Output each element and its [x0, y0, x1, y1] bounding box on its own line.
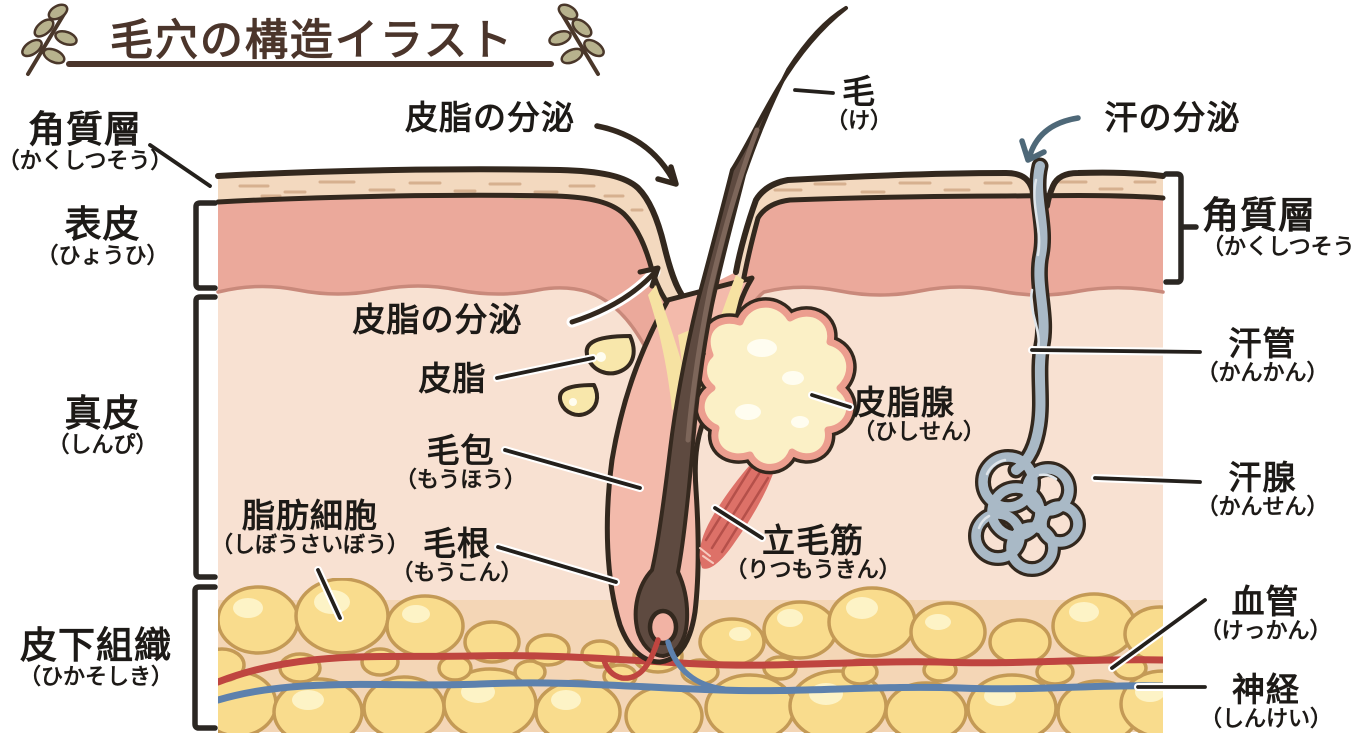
- sweat-duct-tube: [1011, 161, 1049, 475]
- hair-shaft-highlight: [685, 127, 760, 443]
- arrector-pili-line: [713, 506, 764, 540]
- label-sebum-secretion-mid: 皮脂の分泌: [352, 300, 523, 339]
- hair-follicle-line: [503, 448, 642, 490]
- label-sweat-secretion: 汗の分泌: [1104, 98, 1241, 137]
- leaf-decoration-right: [548, 3, 605, 76]
- stratum-corneum-right-bracket: [1163, 171, 1199, 285]
- label-hair-root: 毛根 （もうこん）: [391, 524, 523, 586]
- leaf-decoration-left: [21, 3, 78, 76]
- label-blood-vessel: 血管 （けっかん）: [1199, 582, 1332, 644]
- label-hair-follicle: 毛包 （もうほう）: [394, 431, 527, 493]
- label-sebum-secretion-top: 皮脂の分泌: [405, 98, 575, 137]
- sweat-gland-line: [1093, 476, 1202, 484]
- label-sebum: 皮脂: [418, 359, 487, 398]
- blood-vessel-line: [218, 652, 1163, 686]
- label-stratum-corneum-right: 角質層 （かくしつそう）: [1202, 194, 1355, 260]
- label-epidermis: 表皮 （ひょうひ）: [36, 203, 169, 269]
- label-arrector-pili: 立毛筋 （りつもうきん）: [725, 521, 901, 583]
- stratum-corneum-left-line: [148, 143, 212, 188]
- layer-brackets: [192, 171, 1199, 731]
- blood-vessel-pointer-line: [1110, 598, 1207, 670]
- label-nerve: 神経 （しんけい）: [1200, 670, 1333, 732]
- blood-vessel-branch: [601, 637, 661, 681]
- sweat-duct-line: [1030, 348, 1202, 354]
- epidermis-boundary-line: [216, 284, 1165, 378]
- sebum-secretion-top-arrow: [594, 123, 679, 187]
- label-subcutaneous: 皮下組織 （ひかそしき）: [18, 624, 173, 690]
- gland-highlights: [735, 339, 809, 428]
- title-underline: [66, 61, 554, 67]
- epidermis-bracket: [193, 200, 218, 291]
- label-stratum-corneum-left: 角質層 （かくしつそう）: [0, 108, 173, 174]
- sweat-secretion-arrow: [1019, 115, 1081, 163]
- nerve-branch: [665, 639, 727, 692]
- sweat-duct-highlight: [977, 178, 1058, 530]
- pointer-lines: [148, 88, 1207, 689]
- dermis-bracket: [193, 294, 218, 580]
- label-dermis: 真皮 （しんぴ）: [47, 392, 158, 458]
- epidermis-layer: [218, 169, 1163, 376]
- sweat-apparatus: [968, 157, 1086, 577]
- subcutaneous-bracket: [192, 584, 218, 731]
- sebum-secretion-mid-arrow: [566, 265, 661, 328]
- hair-papilla: [647, 608, 679, 646]
- sebum-line: [495, 356, 595, 380]
- label-sebaceous-gland: 皮脂腺 （ひしせん）: [853, 383, 986, 445]
- hair-follicle-complex: [601, 6, 857, 692]
- label-hair: 毛 （け）: [825, 72, 892, 134]
- page-title: 毛穴の構造イラスト: [109, 16, 515, 66]
- sebum-droplets: [557, 334, 636, 417]
- droplet-highlights: [569, 352, 606, 406]
- sebaceous-gland: [694, 297, 857, 475]
- hair-line: [793, 88, 835, 95]
- label-fat-cell: 脂肪細胞 （しぼうさいぼう）: [211, 496, 410, 558]
- stratum-corneum-layer: [218, 169, 1163, 314]
- hair-shaft: [633, 6, 848, 658]
- label-sweat-duct: 汗管 （かんかん）: [1196, 324, 1329, 386]
- label-sweat-gland: 汗腺 （かんせん）: [1196, 458, 1329, 520]
- sebaceous-gland-line: [810, 393, 852, 409]
- fat-cell-line: [316, 568, 342, 620]
- fat-cell-highlights: [233, 590, 1163, 710]
- hair-root-line: [496, 545, 618, 584]
